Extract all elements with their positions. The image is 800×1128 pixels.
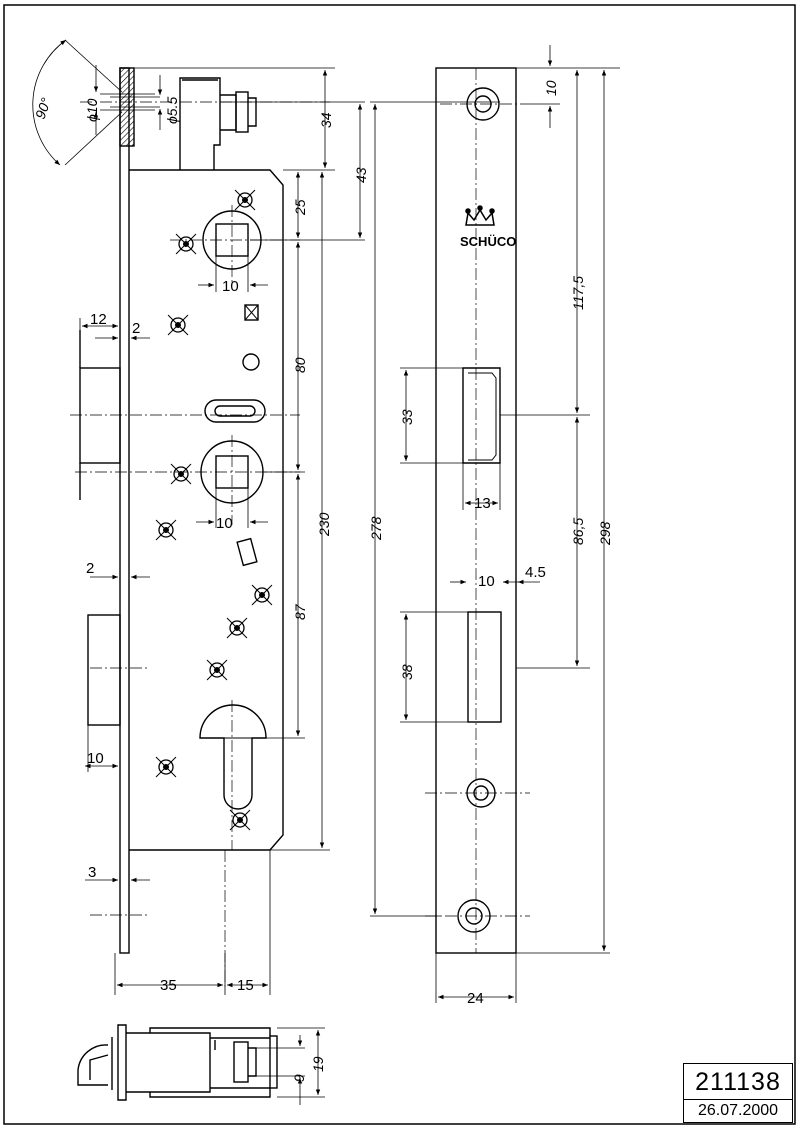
drawing-frame	[3, 4, 796, 1125]
center-lines	[70, 101, 330, 990]
dim-34: 34	[318, 112, 334, 128]
dim-24: 24	[467, 990, 484, 1007]
left-dimension-texts: 90° ϕ10 ϕ5.5 34 43 25 80 87 230 10 10 12…	[32, 95, 369, 994]
dim-86-5: 86,5	[570, 518, 586, 545]
dim-117-5: 117,5	[570, 276, 586, 310]
diameter-outer-label: ϕ10	[84, 98, 100, 122]
dim-12: 12	[90, 311, 107, 328]
faceplate-center-lines	[425, 68, 530, 953]
angle-label: 90°	[32, 95, 54, 121]
brand-text: SCHÜCO	[460, 234, 516, 249]
dim-230: 230	[316, 512, 332, 537]
crown-icon	[465, 205, 495, 226]
dim-10-upper: 10	[222, 278, 239, 295]
bottom-dimension-lines	[256, 1027, 325, 1105]
left-dimension-lines	[32, 39, 365, 995]
diameter-inner-label: ϕ5.5	[164, 97, 180, 124]
bottom-dimension-texts: 9 19	[291, 1056, 326, 1082]
top-section-view	[77, 1024, 278, 1101]
title-divider	[684, 1099, 792, 1100]
dim-87: 87	[292, 603, 308, 620]
title-block: 211138 26.07.2000	[683, 1063, 793, 1123]
dim-9: 9	[291, 1074, 307, 1082]
dim-3: 3	[88, 864, 96, 881]
brand-logo: SCHÜCO	[460, 205, 516, 249]
dim-13: 13	[474, 495, 491, 512]
dim-15: 15	[237, 977, 254, 994]
dim-80: 80	[292, 357, 308, 373]
dim-4-5: 4.5	[525, 564, 546, 581]
dim-33: 33	[399, 409, 415, 425]
dim-38: 38	[399, 664, 415, 680]
dim-43: 43	[353, 167, 369, 183]
dim-19: 19	[310, 1056, 326, 1072]
dim-298: 298	[597, 521, 613, 546]
drawing-date: 26.07.2000	[697, 1102, 779, 1119]
drawing-number: 211138	[695, 1068, 781, 1096]
dim-35: 35	[160, 977, 177, 994]
dim-25: 25	[292, 199, 308, 216]
right-dimension-lines	[370, 45, 620, 1003]
dim-10-lower: 10	[216, 515, 233, 532]
screw-holes	[155, 189, 273, 831]
dim-10-faceplate: 10	[543, 80, 559, 96]
dim-10-mid: 10	[478, 573, 495, 590]
dim-10-deadbolt: 10	[87, 750, 104, 767]
dim-278: 278	[368, 516, 384, 541]
dim-2-upper: 2	[132, 320, 140, 337]
dim-2-lower: 2	[86, 560, 94, 577]
right-dimension-texts: 10 117,5 86,5 298 278 33 38 13 10 4.5 24	[368, 80, 613, 1007]
